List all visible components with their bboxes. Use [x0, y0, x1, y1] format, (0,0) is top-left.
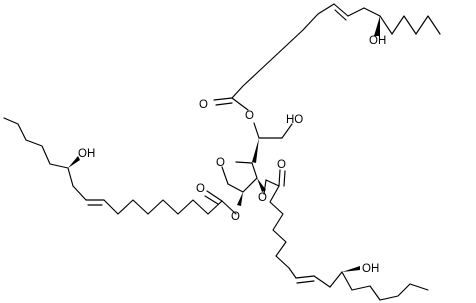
right-hexyl-tail [341, 271, 429, 301]
left-hexyl-tail [3, 117, 69, 169]
top-c13-c12 [363, 7, 381, 17]
top-hexyl-tail [379, 15, 441, 35]
ring-c1-c2 [227, 183, 244, 193]
right-carbonyl-oxygen-label: O [277, 159, 286, 171]
left-c11-c12 [72, 185, 87, 201]
ring-o-c1 [221, 166, 229, 185]
right-methylene-run [269, 185, 297, 279]
core-ch2-oh [281, 123, 293, 139]
top-methylene-run [231, 3, 335, 99]
core-o-ester-top-bond [253, 122, 260, 139]
ring-c2-c3 [242, 177, 258, 193]
top-carbonyl-oxygen-label: O [199, 99, 208, 111]
core-side-wedge [252, 138, 259, 163]
left-hydroxyl-label: OH [78, 148, 95, 160]
top-double-bond [333, 3, 349, 17]
right-carbonyl-double-a [278, 169, 281, 187]
left-carbonyl-oxygen-label: O [196, 183, 205, 195]
top-carbonyl-c-o [231, 97, 249, 111]
right-double-bond [295, 275, 315, 279]
ring-o-c4 [235, 161, 253, 164]
right-double-bond-2 [296, 280, 315, 284]
left-ester-oxygen-label: O [231, 211, 240, 223]
top-acyl-chain [213, 3, 441, 111]
top-carbonyl-double-b [215, 102, 233, 106]
ring-c2-o-wedge [237, 192, 243, 206]
ring-c3-c4 [251, 162, 258, 179]
primary-hydroxyl-label: HO [286, 114, 303, 126]
right-hydroxyl-wedge [342, 266, 360, 272]
left-carbonyl-double-b [204, 195, 219, 205]
right-c12-c13 [329, 271, 343, 288]
left-methylene-run [103, 199, 223, 215]
left-ester-o-bond [221, 200, 237, 215]
left-c12-c13 [67, 167, 74, 187]
left-acyl-chain [3, 117, 237, 215]
right-ester-o-bond [263, 179, 267, 195]
top-hydroxyl-wedge [374, 16, 380, 36]
top-c12-c11 [347, 7, 365, 17]
sorbitan-core [221, 122, 293, 206]
left-hydroxyl-wedge [68, 156, 80, 168]
ring-c3-o-wedge [257, 178, 266, 192]
bottom-acyl-chain [263, 169, 429, 301]
left-carbonyl-double-a [206, 190, 223, 202]
top-double-bond-2 [334, 9, 347, 21]
right-ester-oxygen-label: O [258, 192, 267, 204]
right-carbonyl-double-b [283, 170, 286, 187]
top-carbonyl-double-a [213, 97, 233, 101]
right-carbonyl-c [265, 179, 280, 187]
ring-oxygen-label: O [216, 157, 225, 169]
top-hydroxyl-label: OH [369, 35, 386, 47]
bottom-hydroxyl-label: OH [362, 263, 379, 275]
right-c11-c12 [313, 275, 331, 288]
top-ester-oxygen-label: O [245, 110, 254, 122]
